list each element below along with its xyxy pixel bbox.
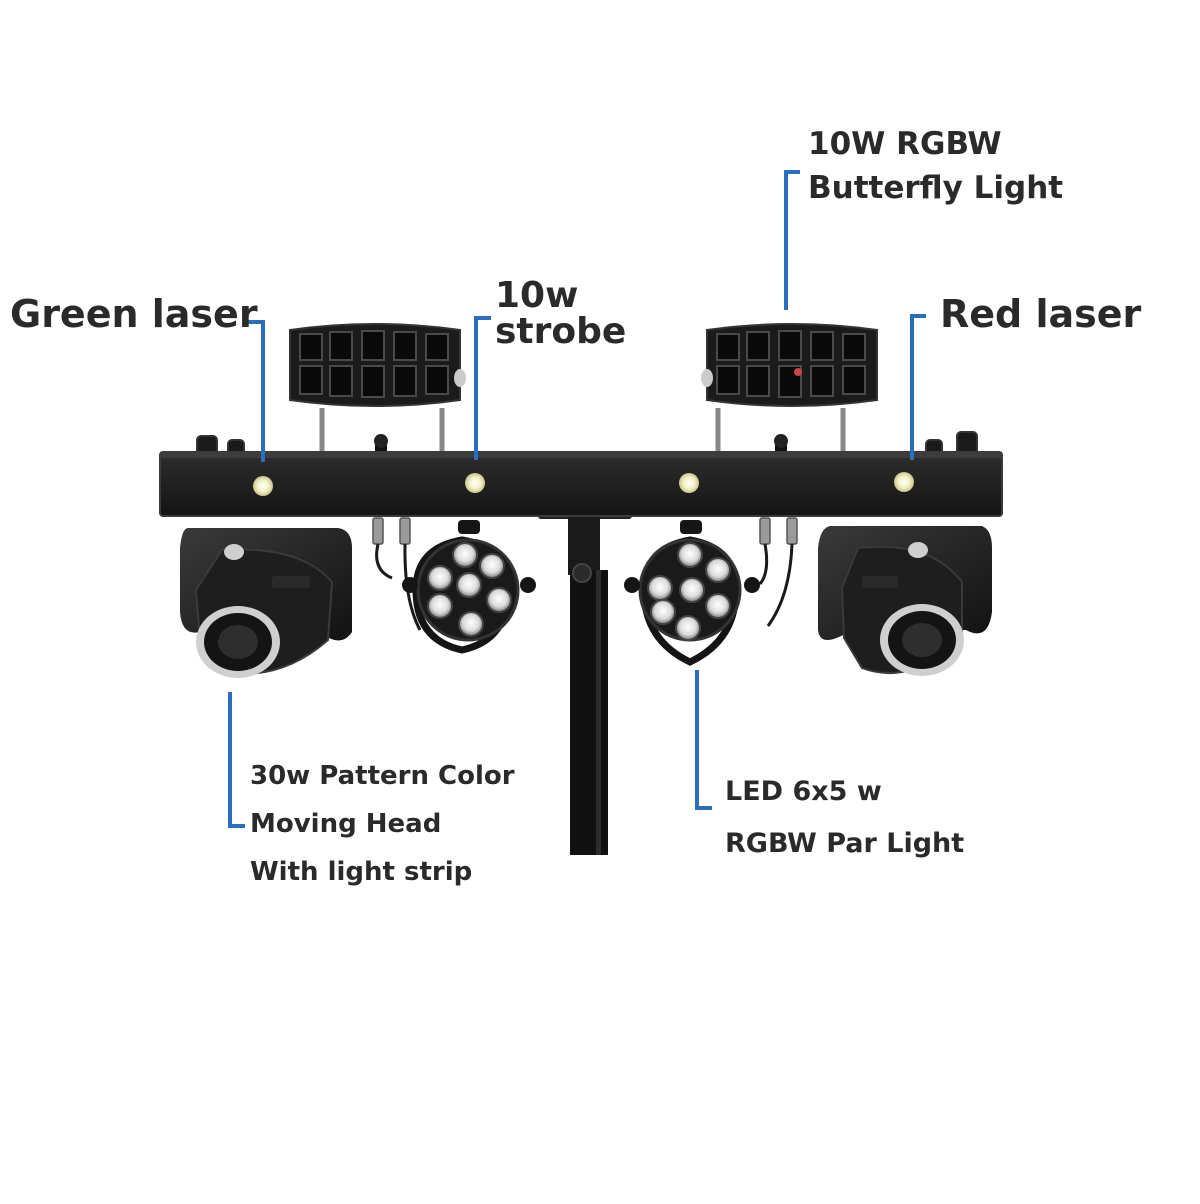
par-light-left	[402, 520, 536, 654]
leader-lines	[228, 170, 926, 828]
stand-pole	[538, 505, 632, 855]
butterfly-light-right	[701, 323, 878, 454]
leader-line-moving-head	[228, 692, 245, 828]
label-strobe-line1: 10w	[495, 275, 579, 316]
label-red-laser: Red laser	[940, 292, 1142, 336]
label-butterfly-line2: Butterfly Light	[808, 170, 1064, 206]
cable-connectors	[372, 517, 798, 545]
label-butterfly-light: 10W RGBW Butterfly Light	[808, 122, 1063, 210]
cables	[375, 543, 794, 631]
label-moving-head-line2: Moving Head	[250, 809, 442, 839]
label-moving-head: 30w Pattern Color Moving Head With light…	[250, 752, 515, 896]
label-moving-head-line1: 30w Pattern Color	[250, 761, 515, 791]
leader-line-strobe	[474, 316, 491, 460]
leader-line-red-laser	[910, 314, 926, 460]
label-green-laser: Green laser	[10, 292, 258, 336]
par-light-right	[624, 520, 760, 666]
light-bar	[159, 451, 1003, 517]
label-par-light: LED 6x5 w RGBW Par Light	[725, 766, 964, 870]
label-par-light-line1: LED 6x5 w	[725, 776, 882, 807]
label-strobe: 10w strobe	[495, 278, 626, 350]
strobe-leds	[253, 472, 914, 496]
leader-line-butterfly	[784, 170, 800, 310]
label-strobe-line2: strobe	[495, 311, 627, 352]
label-butterfly-line1: 10W RGBW	[808, 126, 1002, 162]
moving-head-left	[180, 528, 352, 678]
label-par-light-line2: RGBW Par Light	[725, 828, 965, 859]
label-moving-head-line3: With light strip	[250, 857, 473, 887]
leader-line-green-laser	[246, 320, 265, 462]
butterfly-light-left	[289, 323, 466, 454]
leader-line-par-light	[695, 670, 712, 810]
moving-head-right	[818, 526, 992, 676]
